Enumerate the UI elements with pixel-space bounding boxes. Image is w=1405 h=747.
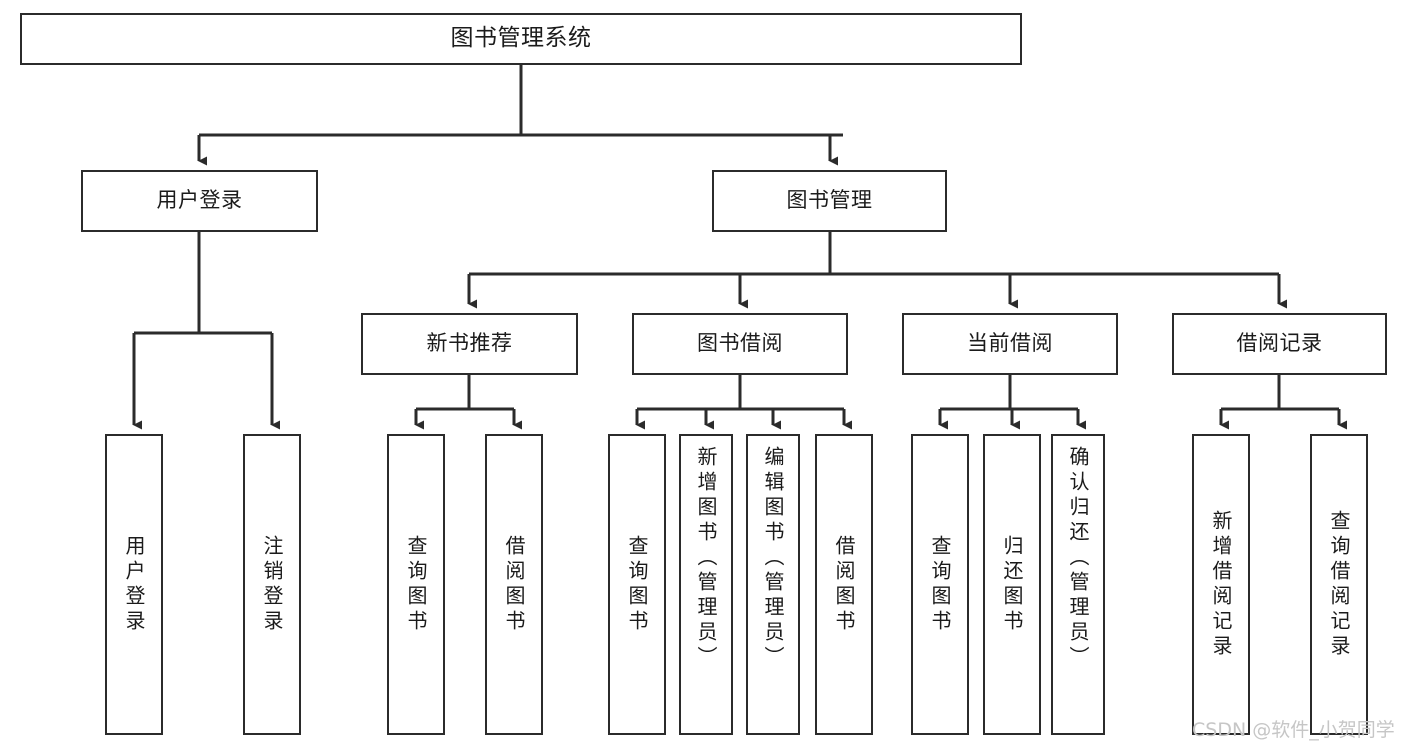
node-label: 归还图书	[1000, 534, 1024, 635]
leaf-query-books-current[interactable]: 查询图书	[911, 434, 969, 735]
leaf-add-borrow-record[interactable]: 新增借阅记录	[1192, 434, 1250, 735]
node-label: 新增借阅记录	[1209, 509, 1233, 660]
node-label: 当前借阅	[967, 331, 1053, 356]
node-label: 图书借阅	[697, 331, 783, 356]
node-label: 借阅图书	[832, 534, 856, 635]
leaf-user-login[interactable]: 用户登录	[105, 434, 163, 735]
node-borrow-records[interactable]: 借阅记录	[1172, 313, 1387, 375]
node-label: 用户登录	[156, 188, 243, 213]
leaf-query-borrow-record[interactable]: 查询借阅记录	[1310, 434, 1368, 735]
node-book-borrowing[interactable]: 图书借阅	[632, 313, 848, 375]
leaf-borrow-books-new[interactable]: 借阅图书	[485, 434, 543, 735]
node-label: 确认归还（管理员）	[1066, 446, 1090, 671]
node-label: 图书管理系统	[450, 25, 592, 52]
leaf-confirm-return-admin[interactable]: 确认归还（管理员）	[1051, 434, 1105, 735]
leaf-logout[interactable]: 注销登录	[243, 434, 301, 735]
leaf-add-book-admin[interactable]: 新增图书（管理员）	[679, 434, 733, 735]
leaf-edit-book-admin[interactable]: 编辑图书（管理员）	[746, 434, 800, 735]
leaf-return-books[interactable]: 归还图书	[983, 434, 1041, 735]
node-label: 编辑图书（管理员）	[761, 446, 785, 671]
node-label: 查询图书	[928, 534, 952, 635]
node-label: 新书推荐	[426, 331, 513, 356]
leaf-query-books-borrow[interactable]: 查询图书	[608, 434, 666, 735]
node-label: 注销登录	[260, 534, 284, 635]
leaf-query-books-new[interactable]: 查询图书	[387, 434, 445, 735]
node-label: 借阅记录	[1236, 331, 1323, 356]
node-label: 查询图书	[625, 534, 649, 635]
node-user-login[interactable]: 用户登录	[81, 170, 318, 232]
node-label: 查询图书	[404, 534, 428, 635]
node-label: 用户登录	[122, 534, 146, 635]
node-new-book-recommendation[interactable]: 新书推荐	[361, 313, 578, 375]
node-book-management-system[interactable]: 图书管理系统	[20, 13, 1022, 65]
leaf-borrow-books[interactable]: 借阅图书	[815, 434, 873, 735]
node-label: 借阅图书	[502, 534, 526, 635]
node-label: 图书管理	[786, 188, 873, 213]
node-book-management[interactable]: 图书管理	[712, 170, 947, 232]
node-current-borrowing[interactable]: 当前借阅	[902, 313, 1118, 375]
node-label: 查询借阅记录	[1327, 509, 1351, 660]
csdn-watermark: CSDN @软件_小贺同学	[1192, 719, 1395, 741]
node-label: 新增图书（管理员）	[694, 446, 718, 671]
